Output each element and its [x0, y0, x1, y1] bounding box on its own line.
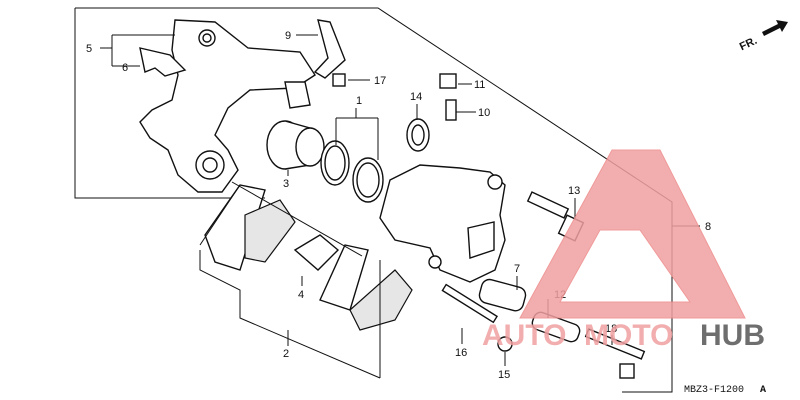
- drawing-code-suffix: A: [760, 385, 766, 396]
- callout-16: 16: [455, 347, 467, 359]
- bolt-18: [584, 328, 646, 379]
- bleed-screw-parts: [439, 73, 457, 121]
- bolt-17: [332, 73, 346, 87]
- direction-label: FR.: [738, 35, 759, 53]
- caliper-bracket: [139, 19, 316, 193]
- caliper-piston: [266, 120, 325, 170]
- callout-9: 9: [285, 30, 291, 42]
- drawing-code: MBZ3-F1200 A: [684, 385, 766, 396]
- watermark-text-moto: MOTO: [584, 319, 673, 352]
- callout-6: 6: [122, 62, 128, 74]
- callout-11: 11: [474, 79, 485, 91]
- seal-14: [406, 118, 430, 152]
- boot-7: [478, 278, 527, 312]
- callout-labels: 1 2 3 4 5 6 7 8 9 10 11 12 13 14 15 16 1…: [86, 30, 711, 381]
- callout-4: 4: [298, 289, 304, 301]
- pad-retainer: [293, 234, 340, 271]
- sleeve-12: [531, 311, 581, 343]
- callout-5: 5: [86, 43, 92, 55]
- watermark-logo-icon: [519, 149, 746, 319]
- callout-14: 14: [410, 91, 422, 103]
- cap-15: [497, 336, 513, 352]
- callout-8: 8: [705, 221, 711, 233]
- brake-pads: [199, 181, 413, 331]
- drawing-code-text: MBZ3-F1200: [684, 385, 744, 396]
- watermark-text-hub: HUB: [700, 319, 765, 352]
- front-direction-indicator: FR.: [738, 20, 788, 53]
- piston-seals: [320, 140, 384, 203]
- watermark-text-auto: AUTO: [482, 319, 566, 352]
- pad-pin-clip: [313, 19, 346, 79]
- callout-15: 15: [498, 369, 510, 381]
- callout-2: 2: [283, 348, 289, 360]
- callout-1: 1: [356, 95, 362, 107]
- callout-10: 10: [478, 107, 490, 119]
- callout-17: 17: [374, 75, 386, 87]
- leader-lines: [100, 34, 700, 366]
- pad-group-outline: [199, 250, 381, 379]
- callout-3: 3: [283, 178, 289, 190]
- pin-16: [441, 283, 498, 324]
- watermark: AUTO MOTO HUB: [482, 149, 765, 352]
- pad-spring: [139, 47, 187, 77]
- caliper-body: [379, 164, 506, 283]
- callout-13: 13: [568, 185, 580, 197]
- callout-18: 18: [605, 323, 617, 335]
- arrow-right-icon: [762, 20, 788, 36]
- callout-7: 7: [514, 263, 520, 275]
